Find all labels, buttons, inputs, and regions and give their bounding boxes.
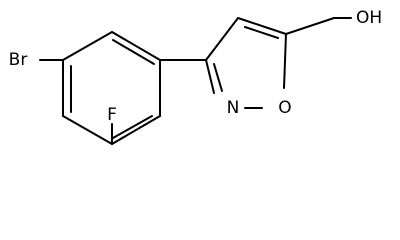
bond-c4-c3 [62, 31, 113, 61]
oxygen-atom-label: O [278, 98, 291, 118]
chemical-structure-diagram: Br F N O OH [9, 8, 383, 145]
ring-bond-n-c3 [205, 59, 215, 94]
nitrogen-atom-label: N [227, 98, 240, 118]
hydroxymethyl-bond-1 [285, 17, 335, 35]
ring-bond-c5-o [283, 33, 287, 89]
isoxazole-inner-double-bond-top [244, 26, 279, 39]
fluorine-atom-label: F [107, 105, 117, 125]
hydroxyl-label: OH [356, 8, 382, 28]
bromine-atom-label: Br [9, 50, 28, 70]
atom-labels: Br F N O OH [9, 8, 383, 125]
aromatic-inner-bond-top [112, 39, 155, 65]
benzene-ring [62, 31, 161, 145]
isoxazole-inner-double-bond-left [213, 63, 223, 92]
bond-c3-c2 [111, 31, 161, 61]
ring-bond-c4-c5 [237, 17, 287, 35]
substituent-bonds [39, 17, 352, 145]
isoxazole-ring [205, 17, 287, 109]
ring-bond-c3-c4 [205, 17, 239, 61]
bond-c6-c5 [62, 115, 113, 145]
bond-c1-c6 [111, 115, 161, 145]
aromatic-inner-bond-lower-right [112, 115, 153, 139]
